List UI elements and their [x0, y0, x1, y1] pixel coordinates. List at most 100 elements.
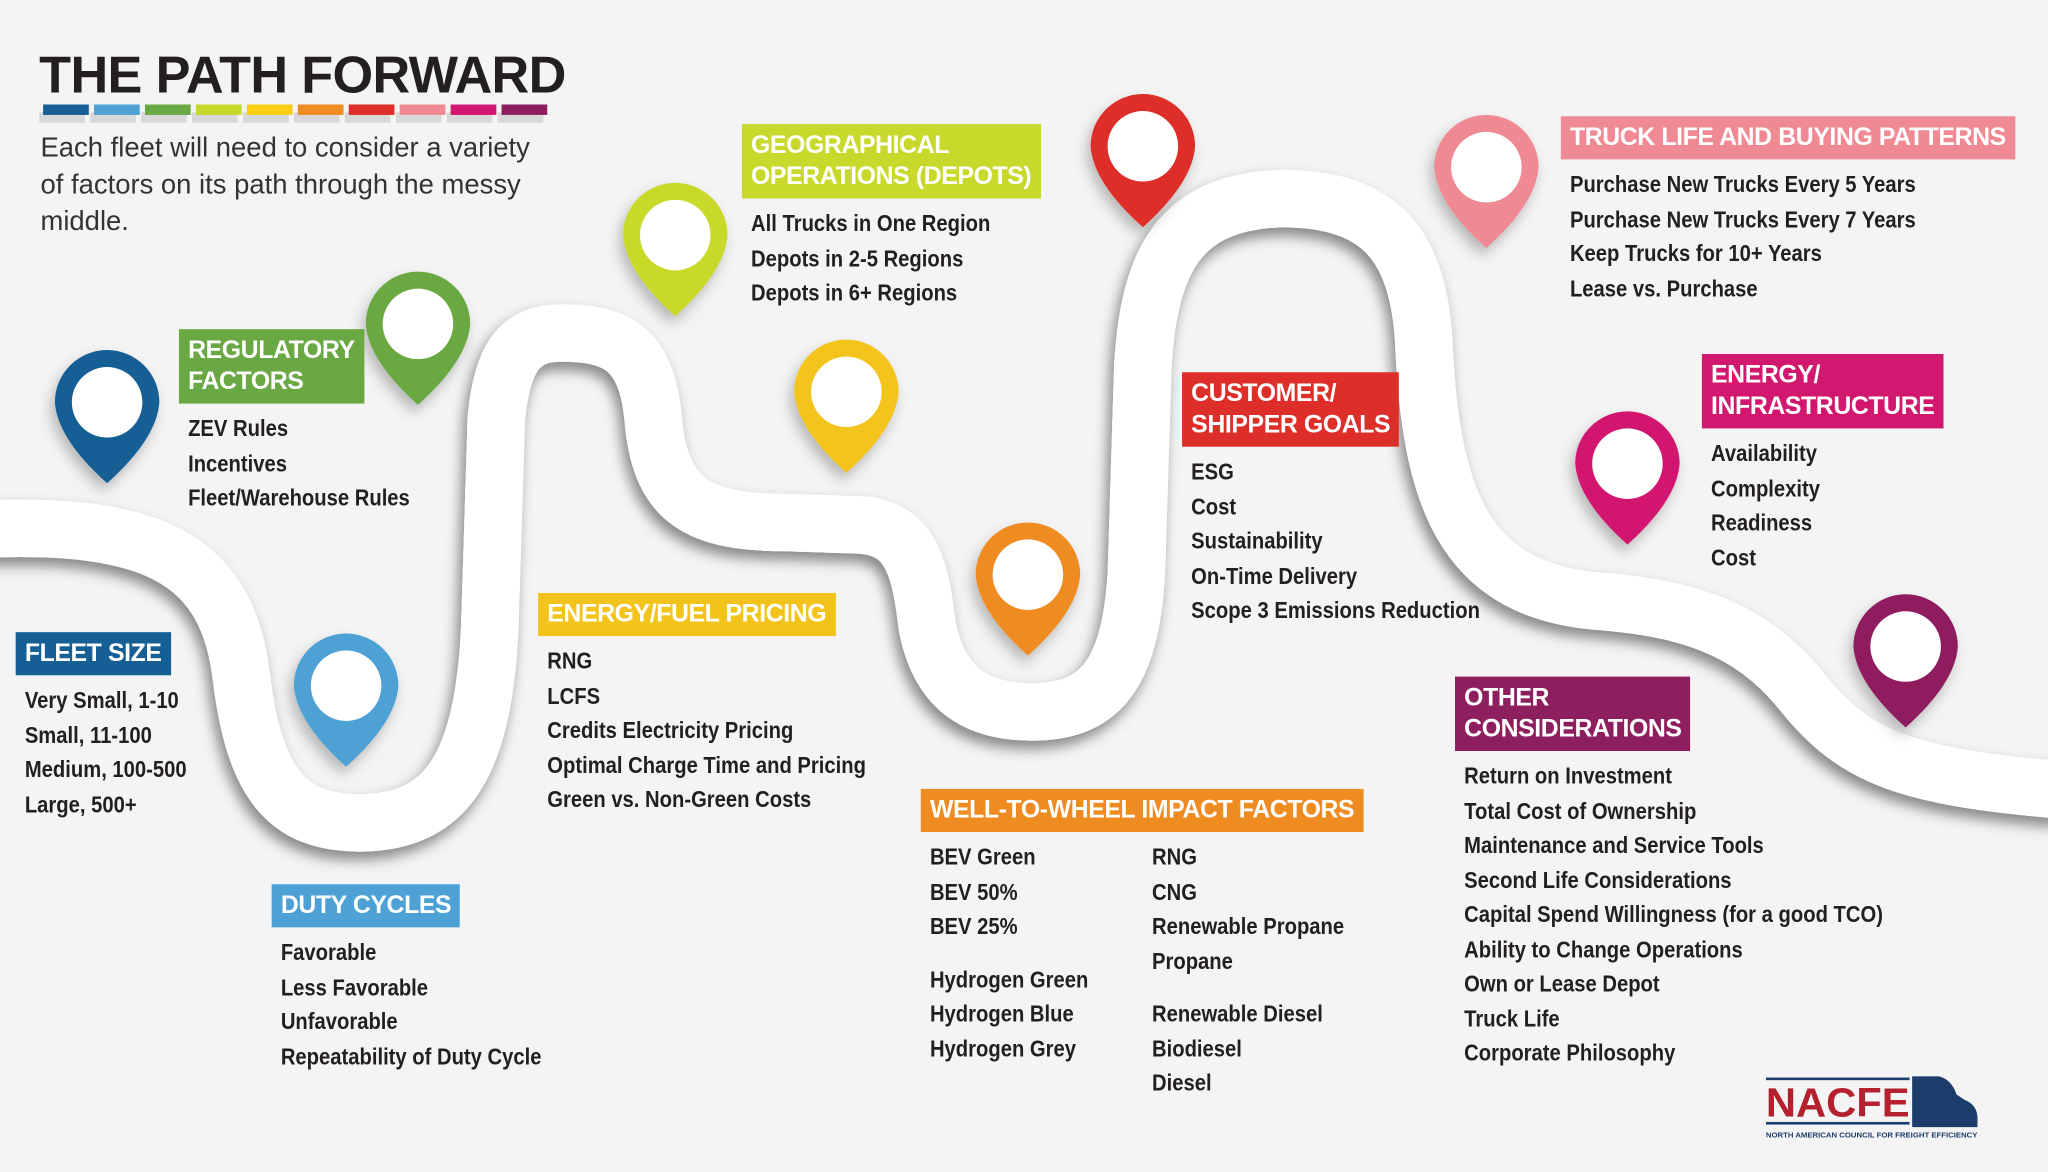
section-title: ENERGY/ INFRASTRUCTURE [1701, 353, 1944, 429]
list-item: Purchase New Trucks Every 7 Years [1569, 205, 1916, 232]
color-bar [348, 104, 395, 115]
color-bar [94, 104, 140, 115]
list-item: BEV 50% [929, 878, 1018, 905]
list-item: BEV Green [929, 843, 1036, 870]
section-title: WELL-TO-WHEEL IMPACT FACTORS [920, 788, 1364, 832]
list-item: Depots in 2-5 Regions [751, 244, 964, 272]
list-item: On-Time Delivery [1191, 562, 1358, 589]
color-bar [450, 104, 497, 115]
list-item: Credits Electricity Pricing [547, 717, 794, 744]
map-pin-icon-duty-cycles [293, 633, 399, 767]
list-item: Availability [1711, 440, 1818, 467]
list-item: Cost [1711, 543, 1756, 571]
map-pin-icon-customer-shipper [1090, 94, 1196, 228]
section-geographical-operations: GEOGRAPHICAL OPERATIONS (DEPOTS)All Truc… [741, 124, 1041, 310]
list-item: Own or Lease Depot [1464, 970, 1660, 997]
list-item: All Trucks in One Region [751, 210, 991, 237]
winding-road [0, 169, 2048, 823]
list-item: BEV 25% [929, 912, 1018, 940]
list-item: Medium, 100-500 [24, 756, 187, 783]
list-item: Readiness [1711, 509, 1813, 536]
list-item: CNG [1151, 878, 1197, 905]
list-item: Second Life Considerations [1464, 866, 1732, 893]
list-item: Hydrogen Grey [929, 1035, 1077, 1062]
list-item: Very Small, 1-10 [24, 687, 179, 714]
list-item: Complexity [1711, 474, 1821, 501]
list-item: Hydrogen Blue [929, 1000, 1074, 1027]
list-item: LCFS [547, 682, 601, 709]
section-truck-life: TRUCK LIFE AND BUYING PATTERNS Purchase N… [1560, 116, 2015, 305]
list-item: Depots in 6+ Regions [751, 279, 958, 306]
list-item: Small, 11-100 [24, 721, 152, 748]
list-item: Green vs. Non-Green Costs [547, 786, 812, 813]
section-title: OTHER CONSIDERATIONS [1455, 676, 1691, 752]
nacfe-logo: NACFE NORTH AMERICAN COUNCIL FOR FREIGHT… [1765, 1076, 1978, 1140]
section-title: CUSTOMER/ SHIPPER GOALS [1182, 372, 1400, 447]
list-item: Large, 500+ [24, 790, 137, 817]
section-title: GEOGRAPHICAL OPERATIONS (DEPOTS) [741, 124, 1041, 199]
list-item: Lease vs. Purchase [1569, 274, 1758, 302]
color-bar [297, 104, 344, 115]
list-item: Return on Investment [1464, 762, 1672, 789]
list-item: Capital Spend Willingness (for a good TC… [1464, 901, 1883, 928]
section-title: TRUCK LIFE AND BUYING PATTERNS [1560, 116, 2015, 160]
section-title: FLEET SIZE [15, 632, 171, 676]
map-pin-icon-fleet-size [54, 350, 160, 484]
map-pin-icon-geographical [623, 182, 728, 317]
list-item: Hydrogen Green [929, 965, 1089, 992]
section-energy-fuel-pricing: ENERGY/FUEL PRICING RNG LCFS Credits Electr… [538, 592, 918, 817]
list-item: Purchase New Trucks Every 5 Years [1569, 171, 1916, 198]
logo-wordmark: NACFE [1766, 1080, 1910, 1126]
page-title: THE PATH FORWARD [39, 47, 566, 105]
color-bar [43, 104, 89, 115]
list-item: ESG [1191, 458, 1234, 485]
list-item: Truck Life [1464, 1005, 1560, 1032]
map-pin-icon-regulatory [365, 271, 471, 405]
list-item: Fleet/Warehouse Rules [188, 484, 410, 511]
map-pin-icon-truck-life [1434, 114, 1539, 249]
color-bar [195, 104, 242, 115]
map-pin-icon-well-to-wheel [975, 522, 1081, 656]
list-item: Scope 3 Emissions Reduction [1191, 596, 1480, 624]
list-item: ZEV Rules [188, 415, 289, 442]
color-bars [43, 104, 548, 115]
list-item: Ability to Change Operations [1464, 935, 1743, 962]
color-bar [144, 104, 191, 115]
list-item: RNG [1151, 843, 1197, 870]
list-item: RNG [547, 647, 593, 674]
list-item: Unfavorable [280, 1008, 398, 1035]
list-item: Optimal Charge Time and Pricing [547, 751, 866, 778]
list-item: Repeatability of Duty Cycle [280, 1042, 542, 1070]
list-item: Biodiesel [1151, 1035, 1242, 1062]
map-pin-icon-energy-infrastructure [1575, 411, 1680, 545]
color-bar [399, 104, 446, 115]
color-bar [501, 104, 548, 115]
logo-tagline: NORTH AMERICAN COUNCIL FOR FREIGHT EFFIC… [1766, 1131, 1978, 1140]
list-item: Corporate Philosophy [1464, 1039, 1676, 1066]
list-item: Sustainability [1191, 527, 1323, 554]
section-title: ENERGY/FUEL PRICING [538, 592, 836, 637]
truck-icon [1912, 1076, 1978, 1128]
list-item: Renewable Diesel [1151, 1000, 1323, 1027]
subtitle: Each fleet will need to consider a varie… [40, 133, 530, 237]
